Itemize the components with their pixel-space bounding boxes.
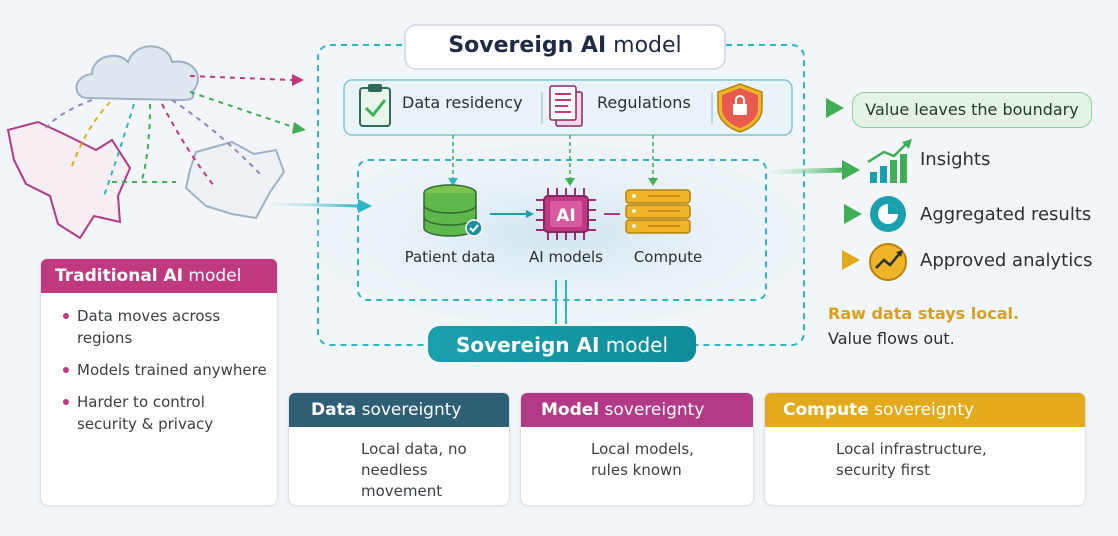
arrow-head xyxy=(358,199,372,213)
cloud-flows xyxy=(45,75,297,197)
title-rest: model xyxy=(606,33,682,58)
region-right-shape xyxy=(184,140,286,220)
compute-label: Compute xyxy=(633,248,703,266)
data-residency-label: Data residency xyxy=(402,93,523,112)
traditional-card-header: Traditional AI model xyxy=(41,259,277,293)
database-icon xyxy=(423,184,483,237)
arrow-head xyxy=(842,250,860,270)
traditional-title-rest: model xyxy=(183,266,242,286)
arrow-head xyxy=(648,178,658,186)
traditional-ai-card: Traditional AI model Data moves across r… xyxy=(40,258,278,506)
regulations-label: Regulations xyxy=(597,93,691,112)
region-left-shape xyxy=(6,120,132,240)
raw-data-note: Raw data stays local. xyxy=(828,304,1020,323)
model-sovereignty-text: Local models, rules known xyxy=(591,440,694,479)
sovereign-title: Sovereign AI model xyxy=(404,24,726,70)
patient-data-label: Patient data xyxy=(404,248,496,266)
model-sovereignty-card: Model sovereignty Local models, rules kn… xyxy=(520,392,754,506)
list-item: Models trained anywhere xyxy=(41,359,267,381)
data-sovereignty-text: Local data, no needless movement xyxy=(361,440,467,500)
data-sovereignty-rest: sovereignty xyxy=(356,400,462,420)
approved-analytics-label: Approved analytics xyxy=(920,250,1093,271)
data-sovereignty-bold: Data xyxy=(311,400,357,420)
compute-sovereignty-header: Compute sovereignty xyxy=(765,393,1085,427)
model-sovereignty-bold: Model xyxy=(541,400,600,420)
model-sovereignty-header: Model sovereignty xyxy=(521,393,753,427)
insights-arrow xyxy=(769,167,847,175)
pie-chart-icon xyxy=(870,196,906,232)
arrow-head xyxy=(292,74,304,86)
policy-connectors xyxy=(452,135,654,180)
compute-sovereignty-bold: Compute xyxy=(783,400,869,420)
bottom-pill-rest: model xyxy=(599,333,669,357)
map-background xyxy=(310,145,810,325)
bottom-pill-bold: Sovereign AI xyxy=(455,333,600,357)
arrow-head xyxy=(448,178,458,186)
compute-sovereignty-text: Local infrastructure, security first xyxy=(836,440,987,479)
shield-lock-icon xyxy=(717,83,763,133)
arrow-head xyxy=(526,210,534,218)
ai-chip-icon xyxy=(536,188,596,240)
ai-models-label: AI models xyxy=(529,248,603,266)
insights-label: Insights xyxy=(920,149,991,170)
compute-sovereignty-rest: sovereignty xyxy=(868,400,975,420)
document-icon xyxy=(549,85,583,127)
region-flow-arrow xyxy=(269,202,361,208)
list-item: Data moves across regions xyxy=(41,305,267,349)
trend-coin-icon xyxy=(869,243,907,281)
arrow-head xyxy=(826,98,844,118)
arrow-head xyxy=(844,204,862,224)
bar-chart-icon xyxy=(867,139,912,183)
server-icon xyxy=(625,189,691,234)
cloud-icon xyxy=(75,45,199,102)
data-boundary xyxy=(357,159,767,301)
traditional-title-bold: Traditional AI xyxy=(55,266,184,286)
value-flows-note: Value flows out. xyxy=(828,329,955,348)
clipboard-check-icon xyxy=(359,84,391,127)
title-bold: Sovereign AI xyxy=(448,33,607,58)
traditional-list: Data moves across regions Models trained… xyxy=(41,305,277,435)
compute-sovereignty-card: Compute sovereignty Local infrastructure… xyxy=(764,392,1086,506)
arrow-head xyxy=(842,160,860,180)
data-sovereignty-header: Data sovereignty xyxy=(289,393,509,427)
model-sovereignty-rest: sovereignty xyxy=(599,400,705,420)
value-leaves-pill: Value leaves the boundary xyxy=(852,92,1092,128)
list-item: Harder to control security & privacy xyxy=(41,391,267,435)
aggregated-results-label: Aggregated results xyxy=(920,204,1092,225)
arrow-head xyxy=(292,122,306,134)
arrow-head xyxy=(565,178,575,186)
sovereign-bottom-pill: Sovereign AI model xyxy=(428,326,696,362)
ai-chip-text: AI xyxy=(556,206,575,226)
data-sovereignty-card: Data sovereignty Local data, no needless… xyxy=(288,392,510,506)
